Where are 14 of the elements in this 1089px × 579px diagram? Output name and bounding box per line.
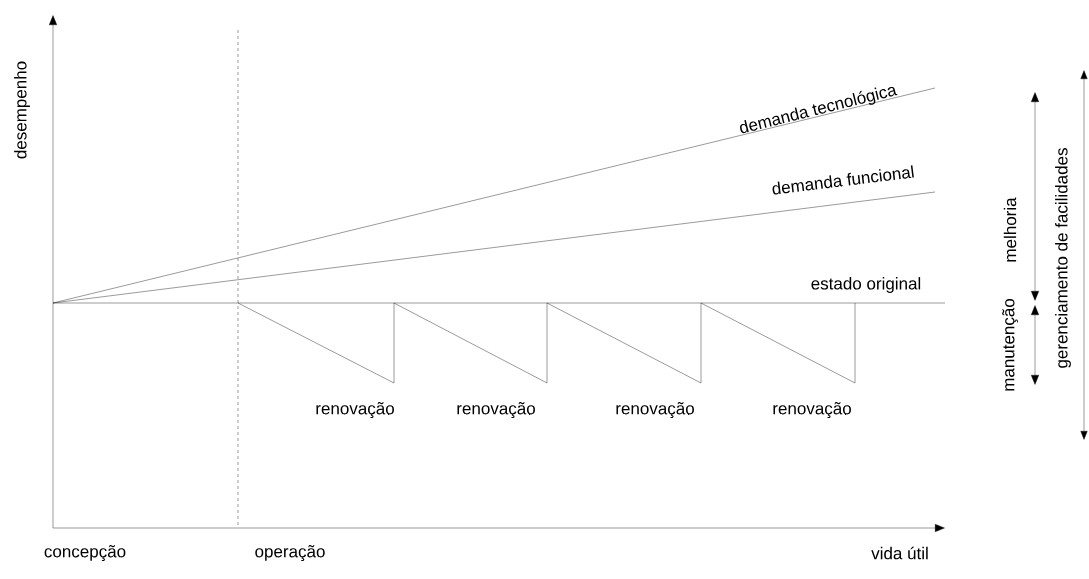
curve-label: estado original [811, 277, 921, 293]
range-label: melhoria [1003, 197, 1017, 262]
range-label: gerenciamento de facilidades [1055, 148, 1071, 368]
renewal-label: renovação [616, 402, 694, 418]
axis-label: desempenho [14, 61, 30, 159]
curve-label: demanda tecnológica [740, 86, 898, 134]
renewal-label: renovação [773, 402, 851, 418]
curve-label: demanda funcional [772, 165, 914, 195]
renewal-label: renovação [457, 402, 535, 418]
range-label: manutenção [1002, 298, 1018, 391]
axis-label: vida útil [871, 546, 928, 560]
axis-label: concepção [44, 545, 126, 561]
renewal-label: renovação [316, 402, 394, 418]
axis-label: operação [255, 545, 325, 561]
